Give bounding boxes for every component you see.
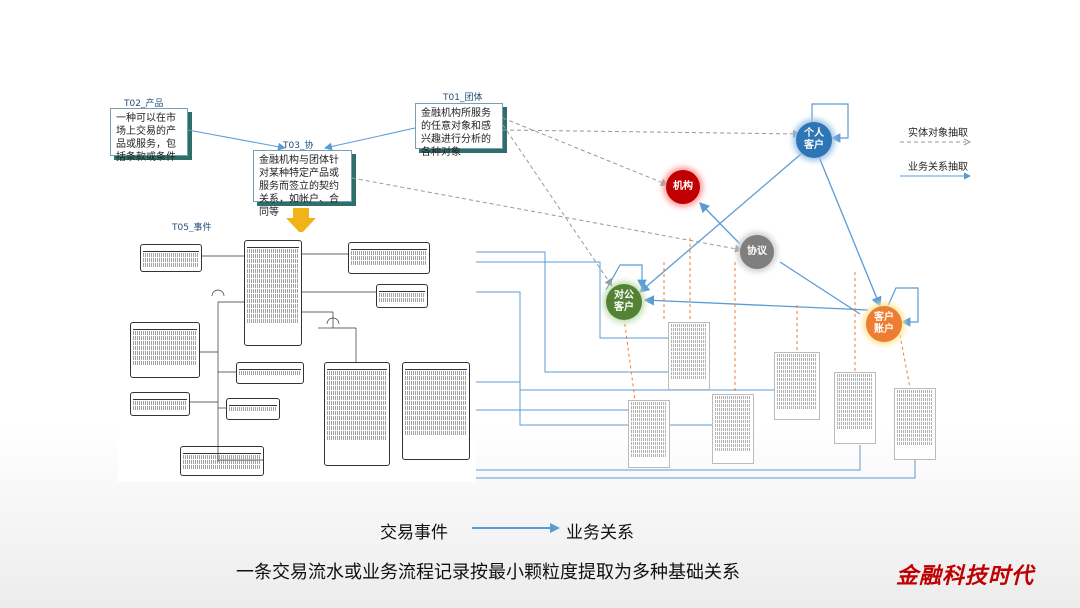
relation-table — [834, 372, 876, 444]
er-entity — [348, 242, 430, 274]
er-entity — [130, 392, 190, 416]
node-institution: 机构 — [666, 170, 700, 204]
caption-left: 交易事件 — [380, 523, 448, 543]
legend-entity-label: 实体对象抽取 — [908, 128, 968, 139]
legend-business-line — [900, 172, 972, 180]
caption-right: 业务关系 — [566, 523, 634, 543]
er-entity — [324, 362, 390, 466]
er-entity — [226, 398, 280, 420]
caption-arrow — [472, 523, 560, 533]
label-t01: T01_团体 — [443, 93, 483, 103]
party-box: 金融机构所服务的任意对象和感兴趣进行分析的各种对象 — [415, 103, 503, 158]
er-entity — [402, 362, 470, 460]
er-entity — [180, 446, 264, 476]
er-entity-main — [244, 240, 302, 346]
node-corporate-customer: 对公 客户 — [606, 284, 642, 320]
legend-business-label: 业务关系抽取 — [908, 162, 968, 173]
relation-table — [712, 394, 754, 464]
label-t02: T02_产品 — [124, 99, 164, 109]
agreement-box: 金融机构与团体针对某种特定产品或服务而签立的契约关系，如帐户、合同等 — [253, 150, 352, 218]
er-entity — [140, 244, 202, 272]
node-agreement: 协议 — [740, 235, 774, 269]
er-entity — [130, 322, 200, 378]
er-entity — [236, 362, 304, 384]
er-diagram-panel — [118, 232, 476, 482]
node-personal-customer: 个人 客户 — [796, 122, 832, 158]
node-customer-account: 客户 账户 — [866, 306, 902, 342]
relation-table — [668, 322, 710, 390]
er-entity — [376, 284, 428, 308]
label-t03: T03_协 — [283, 141, 314, 151]
relation-table — [894, 388, 936, 460]
brand-logo: 金融科技时代 — [896, 563, 1035, 589]
relation-table — [628, 400, 670, 468]
legend-entity-line — [900, 138, 972, 146]
caption-main: 一条交易流水或业务流程记录按最小颗粒度提取为多种基础关系 — [236, 562, 740, 583]
er-relationship-lines — [190, 253, 376, 462]
product-box: 一种可以在市场上交易的产品或服务，包括条款或条件 — [110, 108, 188, 163]
relation-table — [774, 352, 820, 420]
label-t05: T05_事件 — [172, 223, 212, 233]
down-arrow-icon — [286, 208, 316, 234]
